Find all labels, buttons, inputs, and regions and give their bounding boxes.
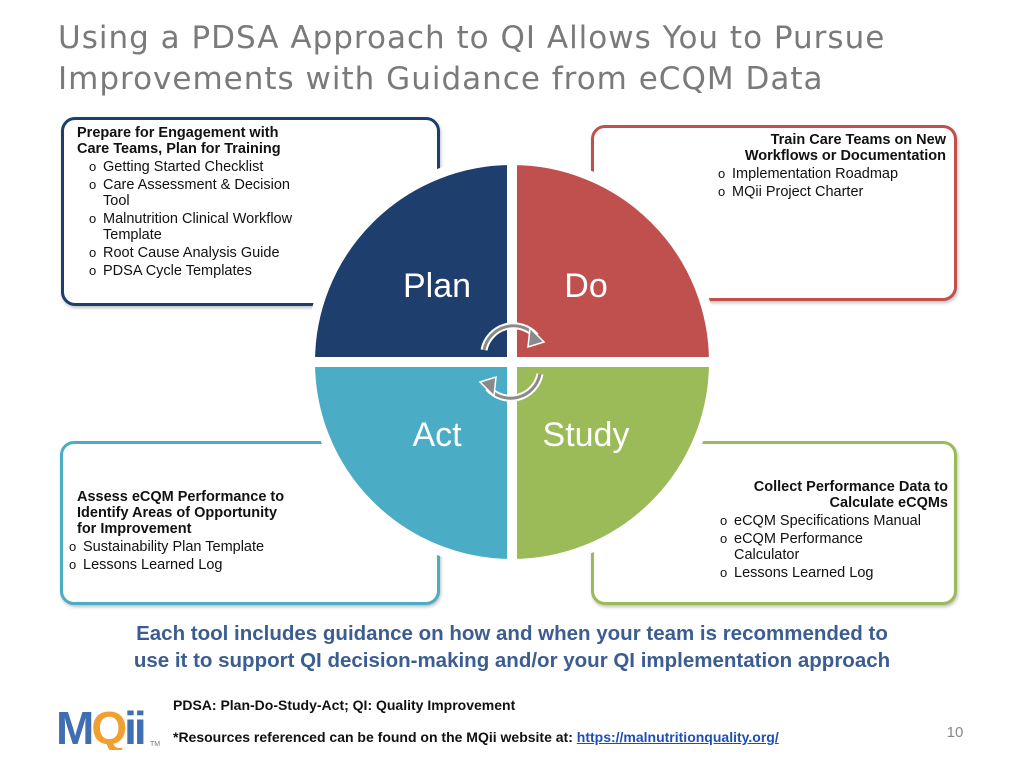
bullet-icon: o [69,557,77,572]
logo-letters-ii: ii [124,702,144,750]
resources-prefix: *Resources referenced can be found on th… [173,729,577,745]
study-heading: Collect Performance Data to Calculate eC… [753,479,948,511]
tool-list-item: o Sustainability Plan Template [69,539,319,555]
logo-letter-q: Q [91,702,125,750]
tool-list-item: o Implementation Roadmap [718,166,946,182]
mqii-website-link[interactable]: https://malnutritionquality.org/ [576,729,779,745]
tool-name: Root Cause Analysis Guide [103,245,280,261]
tool-list-item: o Lessons Learned Log [69,557,319,573]
act-heading: Assess eCQM Performance to Identify Area… [77,489,285,537]
title-line-1: Using a PDSA Approach to QI Allows You t… [58,20,886,56]
tool-name: Sustainability Plan Template [83,539,265,555]
bullet-icon: o [718,166,726,181]
slide-title: Using a PDSA Approach to QI Allows You t… [58,18,958,100]
tool-name: Lessons Learned Log [734,565,874,581]
tool-list-item: o Getting Started Checklist [89,159,327,175]
study-box-text: Collect Performance Data to Calculate eC… [720,479,948,583]
do-quadrant [507,154,720,367]
bullet-icon: o [89,263,97,278]
do-heading: Train Care Teams on New Workflows or Doc… [744,132,946,164]
study-quadrant [507,357,720,570]
tool-list-item: o Lessons Learned Log [720,565,948,581]
bullet-icon: o [69,539,77,554]
act-label: Act [412,416,462,454]
tool-list-item: o PDSA Cycle Templates [89,263,327,279]
logo-letter-m: M [56,702,92,750]
tool-name: eCQM Performance Calculator [734,531,863,563]
bullet-icon: o [720,565,728,580]
title-line-2: Improvements with Guidance from eCQM Dat… [58,61,824,97]
do-box-text: Train Care Teams on New Workflows or Doc… [718,132,946,202]
abbreviations-footnote: PDSA: Plan-Do-Study-Act; QI: Quality Imp… [173,697,516,713]
plan-heading: Prepare for Engagement with Care Teams, … [77,125,281,157]
bullet-icon: o [89,245,97,260]
tool-name: PDSA Cycle Templates [103,263,252,279]
bullet-icon: o [89,177,97,192]
act-box-text: Assess eCQM Performance to Identify Area… [69,489,319,575]
tool-name: Lessons Learned Log [83,557,223,573]
tagline: Each tool includes guidance on how and w… [133,622,891,672]
bullet-icon: o [89,211,97,226]
do-label: Do [564,267,607,305]
plan-label: Plan [403,267,471,305]
tool-list-item: o MQii Project Charter [718,184,946,200]
tool-list-item: o Malnutrition Clinical Workflow Template [89,211,327,243]
tool-name: MQii Project Charter [732,184,864,200]
plan-quadrant [304,154,517,367]
bullet-icon: o [718,184,726,199]
svg-text:MQii: MQii [56,702,144,750]
pdsa-cycle-diagram: Plan Do Act Study [304,154,720,570]
tool-list-item: o Care Assessment & Decision Tool [89,177,327,209]
bullet-icon: o [89,159,97,174]
plan-box-text: Prepare for Engagement with Care Teams, … [77,125,327,281]
study-tool-list: o eCQM Specifications Manual o eCQM Perform… [720,513,948,581]
tool-name: eCQM Specifications Manual [734,513,921,529]
page-number: 10 [946,724,964,741]
tool-list-item: o eCQM Performance Calculator [720,531,948,563]
tool-name: Implementation Roadmap [732,166,899,182]
tool-name: Care Assessment & Decision Tool [103,177,290,209]
act-quadrant [304,357,517,570]
tool-name: Getting Started Checklist [103,159,264,175]
tool-list-item: o Root Cause Analysis Guide [89,245,327,261]
tool-name: Malnutrition Clinical Workflow Template [103,211,293,243]
mqii-logo: MQii TM [56,702,160,750]
bullet-icon: o [720,513,728,528]
resources-footnote: *Resources referenced can be found on th… [173,729,779,745]
tool-list-item: o eCQM Specifications Manual [720,513,948,529]
bullet-icon: o [720,531,728,546]
logo-trademark: TM [150,741,160,748]
study-label: Study [543,416,630,454]
cycle-arrows-icon [478,322,546,402]
